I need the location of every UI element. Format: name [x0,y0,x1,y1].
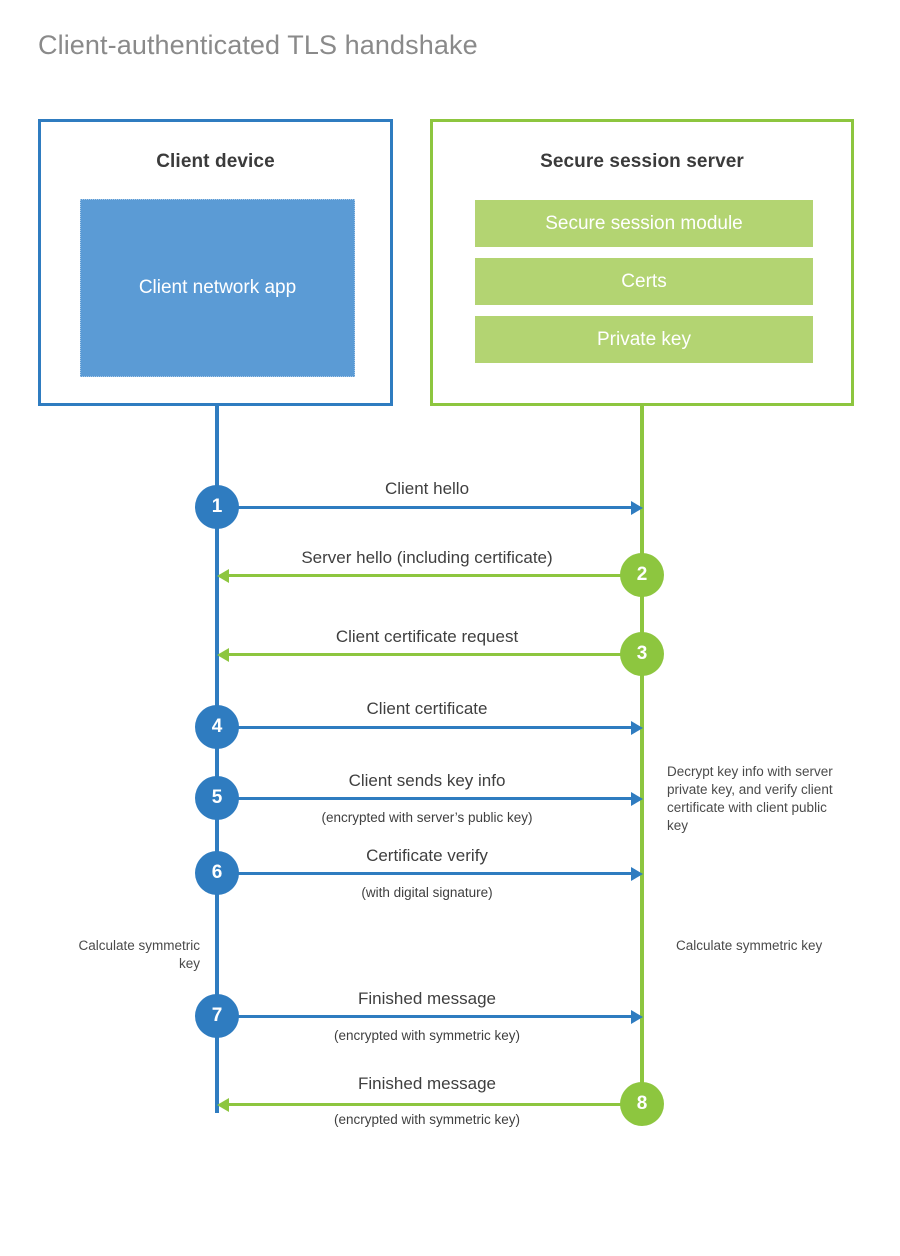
step-circle-8: 8 [620,1082,664,1126]
arrow-step-6 [217,866,643,881]
step-number: 2 [636,564,648,585]
message-label-step-2: Server hello (including certificate) [301,548,553,567]
step-number: 1 [211,496,223,517]
secure-session-server-title: Secure session server [540,151,744,172]
arrowhead-icon [217,1097,229,1112]
arrow-step-2 [217,568,632,583]
page-title: Client-authenticated TLS handshake [38,30,478,60]
step-number: 6 [211,862,223,883]
arrowhead-icon [631,791,643,806]
step-circle-4: 4 [195,705,239,749]
message-label-step-4: Client certificate [366,699,488,718]
client-network-app-label: Client network app [138,277,297,298]
arrow-step-1 [217,500,643,515]
client-network-app-block: Client network app [80,199,355,377]
arrowhead-icon [631,866,643,881]
step-number: 8 [636,1093,648,1114]
arrowhead-icon [217,568,229,583]
message-label-step-7: Finished message [358,989,496,1008]
note-client-calculate-symmetric-key: Calculate symmetric key [78,938,200,971]
message-label-step-3: Client certificate request [335,627,519,646]
message-label-step-8: Finished message [358,1074,496,1093]
step-circle-6: 6 [195,851,239,895]
message-sublabel-step-7: (encrypted with symmetric key) [333,1028,521,1043]
step-circle-7: 7 [195,994,239,1038]
server-module-secure-session-module: Secure session module [475,200,813,247]
arrowhead-icon [631,720,643,735]
message-sublabel-step-8: (encrypted with symmetric key) [333,1112,521,1127]
message-sublabel-step-5: (encrypted with server’s public key) [321,810,533,825]
client-device-title: Client device [156,151,275,172]
client-lifeline [215,406,219,1113]
client-device-box: Client device Client network app [38,119,393,406]
secure-session-server-box: Secure session server Secure session mod… [430,119,854,406]
step-circle-1: 1 [195,485,239,529]
step-number: 3 [636,643,648,664]
server-module-label: Private key [597,328,691,350]
server-module-certs: Certs [475,258,813,305]
server-module-private-key: Private key [475,316,813,363]
server-module-label: Certs [621,270,667,292]
step-circle-5: 5 [195,776,239,820]
note-server-calculate-symmetric-key: Calculate symmetric key [676,938,823,953]
step-circle-3: 3 [620,632,664,676]
note-server-decrypt: Decrypt key info with server private key… [667,764,833,833]
server-lifeline [640,406,644,1106]
server-modules-list: Secure session module Certs Private key [475,200,813,363]
arrowhead-icon [631,500,643,515]
arrow-step-8 [217,1097,632,1112]
arrowhead-icon [217,647,229,662]
message-label-step-5: Client sends key info [348,771,506,790]
arrow-step-5 [217,791,643,806]
step-circle-2: 2 [620,553,664,597]
message-sublabel-step-6: (with digital signature) [361,885,493,900]
message-label-step-1: Client hello [384,479,470,498]
message-label-step-6: Certificate verify [366,846,488,865]
step-number: 7 [211,1005,223,1026]
arrowhead-icon [631,1009,643,1024]
step-number: 4 [211,716,223,737]
arrow-step-7 [217,1009,643,1024]
server-module-label: Secure session module [545,212,743,234]
arrow-step-3 [217,647,632,662]
step-number: 5 [211,787,223,808]
arrow-step-4 [217,720,643,735]
